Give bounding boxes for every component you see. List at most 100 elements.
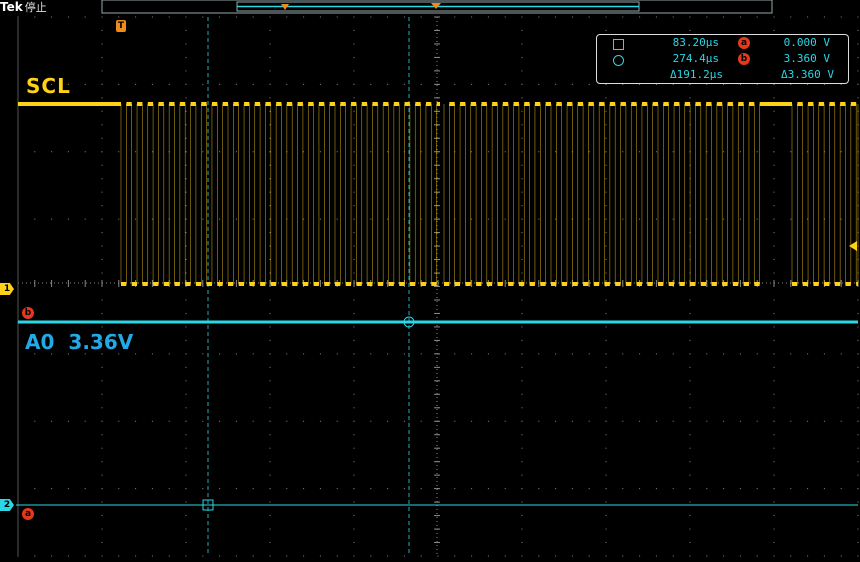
grid-dot bbox=[269, 286, 271, 287]
grid-dot bbox=[538, 555, 540, 557]
grid-dot bbox=[773, 326, 775, 328]
grid-dot bbox=[773, 501, 775, 503]
grid-dot bbox=[286, 83, 288, 85]
trigger-level-marker[interactable] bbox=[849, 241, 857, 251]
grid-dot bbox=[571, 488, 573, 490]
grid-dot bbox=[655, 488, 657, 490]
grid-dot bbox=[101, 286, 103, 287]
grid-dot bbox=[521, 83, 523, 85]
grid-dot bbox=[773, 124, 775, 126]
grid-dot bbox=[689, 434, 691, 436]
grid-dot bbox=[185, 286, 187, 287]
grid-dot bbox=[773, 474, 775, 476]
grid-dot bbox=[135, 83, 137, 85]
grid-dot bbox=[353, 178, 355, 180]
grid-dot bbox=[387, 555, 389, 557]
grid-dot bbox=[403, 83, 405, 85]
grid-dot bbox=[269, 137, 271, 139]
grid-dot bbox=[387, 286, 389, 287]
grid-dot bbox=[857, 353, 859, 355]
grid-dot bbox=[857, 461, 859, 463]
grid-dot bbox=[151, 286, 153, 287]
cursor-b-marker[interactable]: b bbox=[22, 307, 34, 319]
grid-dot bbox=[471, 420, 473, 422]
grid-dot bbox=[185, 434, 187, 436]
grid-dot bbox=[370, 353, 372, 355]
grid-dot bbox=[655, 555, 657, 557]
grid-dot bbox=[67, 83, 69, 85]
trigger-position-marker[interactable]: T bbox=[116, 20, 126, 32]
grid-dot bbox=[303, 555, 305, 557]
grid-dot bbox=[319, 555, 321, 557]
grid-dot bbox=[622, 555, 624, 557]
grid-dot bbox=[807, 151, 809, 153]
grid-dot bbox=[823, 16, 825, 18]
grid-dot bbox=[571, 420, 573, 422]
grid-dot bbox=[521, 124, 523, 126]
grid-dot bbox=[487, 151, 489, 153]
grid-dot bbox=[807, 555, 809, 557]
grid-dot bbox=[303, 420, 305, 422]
grid-dot bbox=[454, 16, 456, 18]
grid-dot bbox=[151, 555, 153, 557]
cursor-lines[interactable] bbox=[16, 17, 858, 556]
grid-dot bbox=[588, 218, 590, 220]
grid-dot bbox=[655, 420, 657, 422]
grid-dot bbox=[370, 16, 372, 18]
grid-dot bbox=[639, 555, 641, 557]
grid-dot bbox=[454, 488, 456, 490]
grid-dot bbox=[269, 326, 271, 328]
grid-dot bbox=[67, 488, 69, 490]
grid-dot bbox=[269, 43, 271, 45]
grid-dot bbox=[101, 70, 103, 72]
grid-dot bbox=[689, 474, 691, 476]
grid-dot bbox=[420, 83, 422, 85]
grid-dot bbox=[639, 353, 641, 355]
ch2-ground-marker[interactable]: 2 bbox=[0, 499, 14, 511]
grid-dot bbox=[605, 110, 607, 112]
grid-dot bbox=[504, 488, 506, 490]
grid-dot bbox=[101, 205, 103, 207]
grid-dot bbox=[773, 259, 775, 261]
grid-dot bbox=[588, 353, 590, 355]
grid-dot bbox=[353, 339, 355, 341]
grid-dot bbox=[135, 353, 137, 355]
grid-dot bbox=[185, 474, 187, 476]
grid-dot bbox=[521, 272, 523, 274]
grid-dot bbox=[286, 488, 288, 490]
grid-dot bbox=[353, 110, 355, 112]
grid-dot bbox=[773, 272, 775, 274]
grid-dot bbox=[807, 420, 809, 422]
cursor-a-time: 83.20µs bbox=[672, 36, 719, 49]
grid-dot bbox=[605, 474, 607, 476]
grid-dot bbox=[101, 110, 103, 112]
grid-dot bbox=[605, 461, 607, 463]
grid-dot bbox=[370, 286, 372, 287]
cursor-a-marker[interactable]: a bbox=[22, 508, 34, 520]
grid-dot bbox=[168, 420, 170, 422]
grid-dot bbox=[723, 16, 725, 18]
grid-dot bbox=[303, 488, 305, 490]
grid-dot bbox=[471, 555, 473, 557]
grid-dot bbox=[521, 501, 523, 503]
grid-dot bbox=[185, 420, 187, 422]
grid-dot bbox=[807, 218, 809, 220]
grid-dot bbox=[723, 555, 725, 557]
cursor-b-circle-icon bbox=[613, 55, 624, 66]
ch1-ground-marker[interactable]: 1 bbox=[0, 283, 14, 295]
grid-dot bbox=[420, 151, 422, 153]
grid-dot bbox=[605, 151, 607, 153]
grid-dot bbox=[857, 393, 859, 395]
grid-dot bbox=[605, 447, 607, 449]
grid-dot bbox=[487, 16, 489, 18]
grid-dot bbox=[739, 218, 741, 220]
grid-dot bbox=[605, 407, 607, 409]
grid-dot bbox=[487, 488, 489, 490]
grid-dot bbox=[756, 16, 758, 18]
grid-dot bbox=[101, 501, 103, 503]
brand-logo: Tek bbox=[0, 0, 23, 14]
grid-dot bbox=[639, 488, 641, 490]
grid-dot bbox=[504, 218, 506, 220]
grid-dot bbox=[34, 151, 36, 153]
